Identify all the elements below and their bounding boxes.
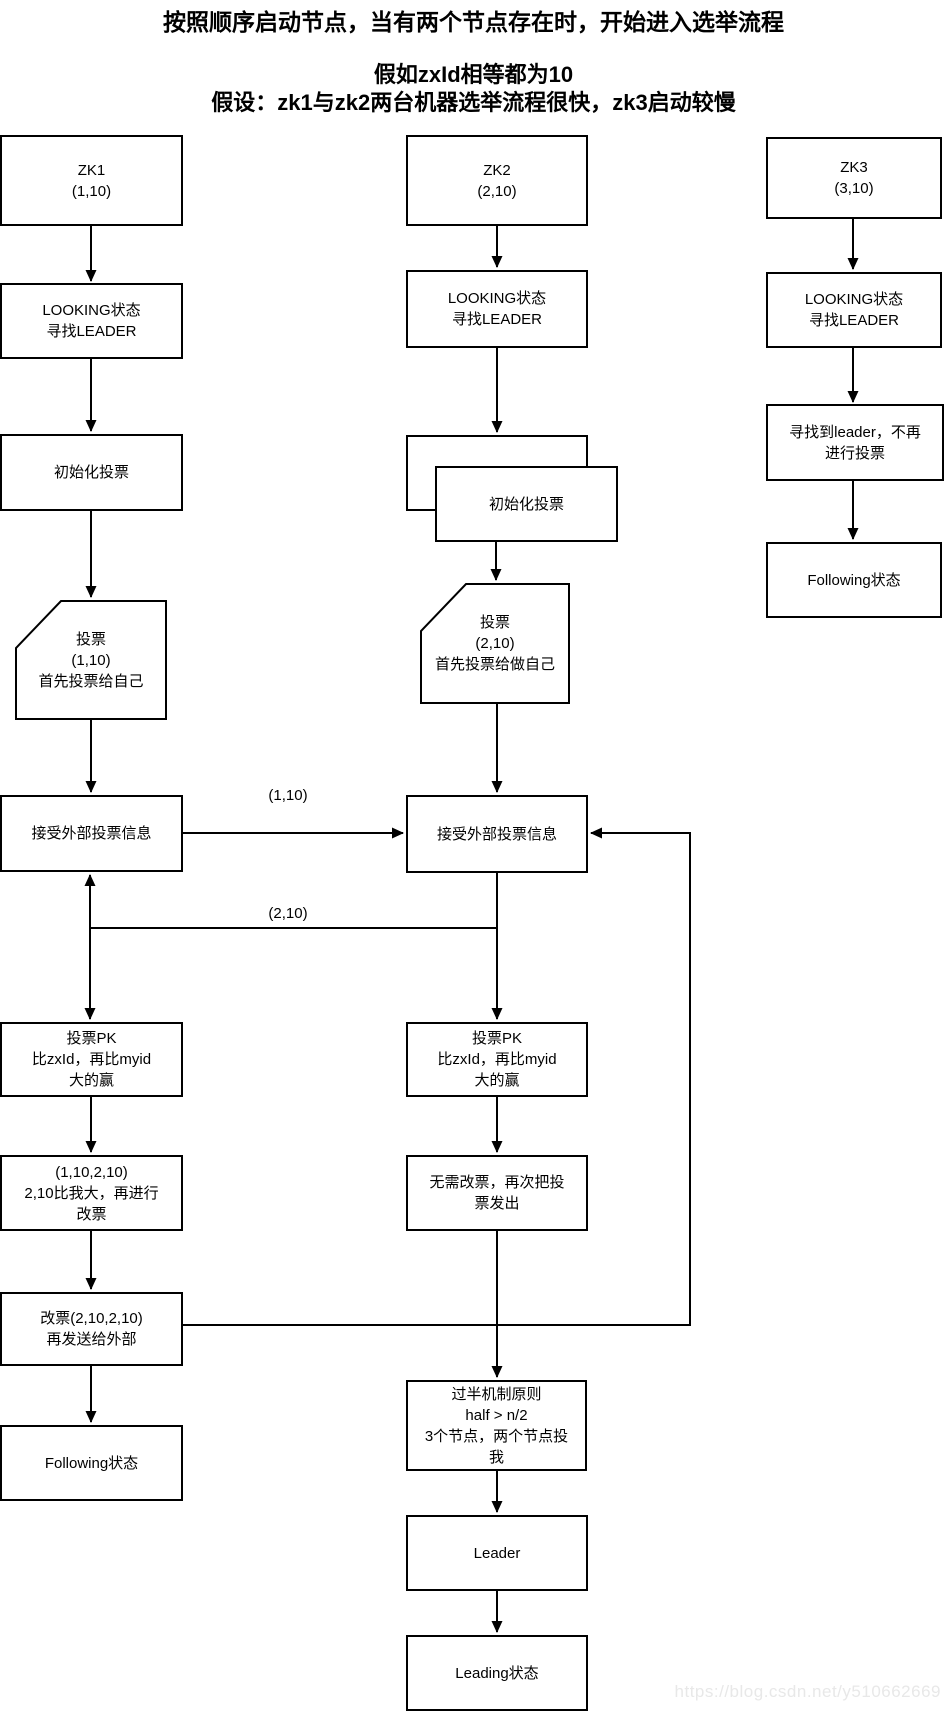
zk1-vote-pk-box: 投票PK 比zxId，再比myid 大的赢 [0, 1022, 183, 1097]
zk2-leading-box: Leading状态 [406, 1635, 588, 1711]
zk2-init-vote-box: 初始化投票 [435, 466, 618, 542]
zk1-vote-card-shape [15, 600, 167, 720]
zk1-receive-vote-box: 接受外部投票信息 [0, 795, 183, 872]
zk2-vote-card-shape [420, 583, 570, 704]
diagram-subtitle-assumption-2: 假设：zk1与zk2两台机器选举流程很快，zk3启动较慢 [211, 90, 736, 115]
diagram-title: 按照顺序启动节点，当有两个节点存在时，开始进入选举流程 [163, 9, 784, 35]
diagram-subtitle-assumption-1: 假如zxId相等都为10 [373, 62, 574, 87]
arrow-change-feedback-to-zk2-receive [183, 827, 691, 1326]
zk3-node-box: ZK3 (3,10) [766, 137, 942, 219]
zk1-looking-box: LOOKING状态 寻找LEADER [0, 283, 183, 359]
zk1-node-box: ZK1 (1,10) [0, 135, 183, 226]
zk2-looking-box: LOOKING状态 寻找LEADER [406, 270, 588, 348]
zk2-vote-pk-box: 投票PK 比zxId，再比myid 大的赢 [406, 1022, 588, 1097]
zk2-vote-card-text: 投票 (2,10) 首先投票给做自己 [434, 614, 555, 673]
zk3-looking-box: LOOKING状态 寻找LEADER [766, 272, 942, 348]
zk1-init-vote-box: 初始化投票 [0, 434, 183, 511]
csdn-watermark: https://blog.csdn.net/y510662669 [674, 1682, 941, 1701]
zk3-following-box: Following状态 [766, 542, 942, 618]
zk1-compare-box: (1,10,2,10) 2,10比我大，再进行 改票 [0, 1155, 183, 1231]
zk1-following-box: Following状态 [0, 1425, 183, 1501]
edge-label-1-10: (1,10) [256, 787, 320, 804]
zk2-node-box: ZK2 (2,10) [406, 135, 588, 226]
zk3-found-leader-box: 寻找到leader，不再 进行投票 [766, 404, 944, 481]
zk1-change-vote-box: 改票(2,10,2,10) 再发送给外部 [0, 1292, 183, 1366]
zk1-vote-card-text: 投票 (1,10) 首先投票给自己 [38, 630, 144, 690]
zk2-leader-box: Leader [406, 1515, 588, 1591]
zk2-no-change-box: 无需改票，再次把投 票发出 [406, 1155, 588, 1231]
edge-label-2-10: (2,10) [256, 905, 320, 922]
zk2-receive-vote-box: 接受外部投票信息 [406, 795, 588, 873]
zk2-majority-rule-box: 过半机制原则 half > n/2 3个节点，两个节点投 我 [406, 1380, 587, 1471]
